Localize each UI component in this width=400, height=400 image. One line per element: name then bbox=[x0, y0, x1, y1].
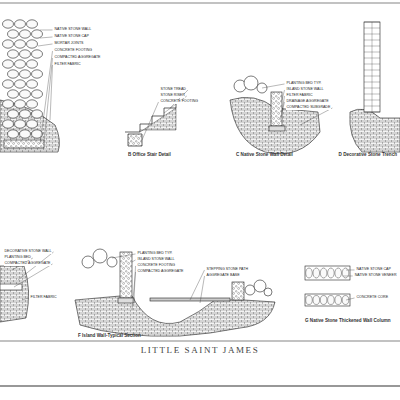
callout-note: CONCRETE FOOTING bbox=[160, 100, 199, 104]
section-title: D Decorative Stone Trench bbox=[339, 152, 397, 157]
thickened-column-g bbox=[305, 266, 350, 306]
stair-section-b bbox=[125, 102, 190, 146]
callout-note: STONE TREAD bbox=[160, 88, 186, 92]
callout-note: AGGREGATE BASE bbox=[206, 274, 240, 278]
sheet-frame bbox=[0, 3, 400, 386]
leader-line bbox=[50, 65, 53, 120]
leader-line bbox=[280, 102, 285, 120]
stone-wall-section-a bbox=[0, 20, 59, 152]
callout-note: ISLAND STONE WALL bbox=[137, 258, 175, 262]
leader-line bbox=[44, 58, 53, 142]
callout-note: NATIVE STONE CAP bbox=[356, 268, 391, 272]
leader-line bbox=[38, 44, 53, 46]
wall-section-e bbox=[0, 266, 29, 322]
leader-line bbox=[300, 108, 332, 125]
callout-note: FILTER FABRIC bbox=[286, 94, 313, 98]
leader-line bbox=[142, 102, 159, 140]
callout-note: NATIVE STONE VENEER bbox=[354, 274, 397, 278]
callout-note: CONCRETE FOOTING bbox=[54, 49, 93, 53]
callout-note: FILTER FABRIC bbox=[54, 63, 81, 67]
callout-note: COMPACTED AGGREGATE bbox=[4, 262, 51, 266]
leader-line bbox=[112, 254, 136, 258]
callout-note: COMPACTED AGGREGATE bbox=[54, 56, 101, 60]
leader-line bbox=[132, 260, 136, 262]
callout-note: COMPACTED AGGREGATE bbox=[137, 270, 184, 274]
leader-line bbox=[164, 96, 187, 113]
callout-note: FILTER FABRIC bbox=[30, 296, 57, 300]
section-title: F Island Wall-Typical Section bbox=[78, 333, 141, 338]
callout-note: PLANTING BED bbox=[4, 256, 31, 260]
leader-line bbox=[190, 270, 205, 300]
leader-line bbox=[22, 298, 29, 300]
section-title: C Native Stone Wall Detail bbox=[236, 152, 293, 157]
island-wall-section-f bbox=[75, 249, 275, 336]
callout-note: STONE RISER bbox=[160, 94, 185, 98]
sheet-title: LITTLE SAINT JAMES bbox=[0, 346, 400, 356]
callout-note: PLANTING BED TYP. bbox=[137, 252, 173, 256]
section-title: G Native Stone Thickened Wall Column bbox=[305, 318, 391, 323]
callout-note: NATIVE STONE CAP bbox=[54, 35, 89, 39]
leader-line bbox=[200, 276, 205, 303]
callout-note: DRAINAGE AGGREGATE bbox=[286, 100, 329, 104]
callout-note: MORTAR JOINTS bbox=[54, 42, 84, 46]
trench-section-d bbox=[350, 22, 400, 152]
leader-line bbox=[40, 37, 53, 38]
leader-line bbox=[170, 90, 188, 108]
leader-line bbox=[134, 266, 136, 300]
leader-line bbox=[346, 269, 355, 270]
leader-line bbox=[346, 298, 355, 300]
leader-line bbox=[343, 275, 353, 276]
leader-line bbox=[262, 84, 285, 88]
leader-line bbox=[14, 264, 53, 287]
callout-note: NATIVE STONE WALL bbox=[54, 28, 92, 32]
callout-note: CONCRETE CORE bbox=[356, 296, 389, 300]
leader-line bbox=[40, 51, 53, 144]
callout-note: ISLAND STONE WALL bbox=[286, 88, 324, 92]
leader-lines bbox=[12, 30, 355, 310]
callout-note: STEPPING STONE PATH bbox=[206, 268, 249, 272]
leader-line bbox=[40, 29, 53, 30]
callout-note: CONCRETE FOOTING bbox=[137, 264, 176, 268]
callout-note: DECORATIVE STONE WALL bbox=[4, 250, 52, 254]
leader-line bbox=[132, 272, 136, 310]
callout-note: COMPACTED SUBGRADE bbox=[286, 106, 331, 110]
section-title: B Office Stair Detail bbox=[128, 152, 171, 157]
callout-note: PLANTING BED TYP. bbox=[286, 82, 322, 86]
